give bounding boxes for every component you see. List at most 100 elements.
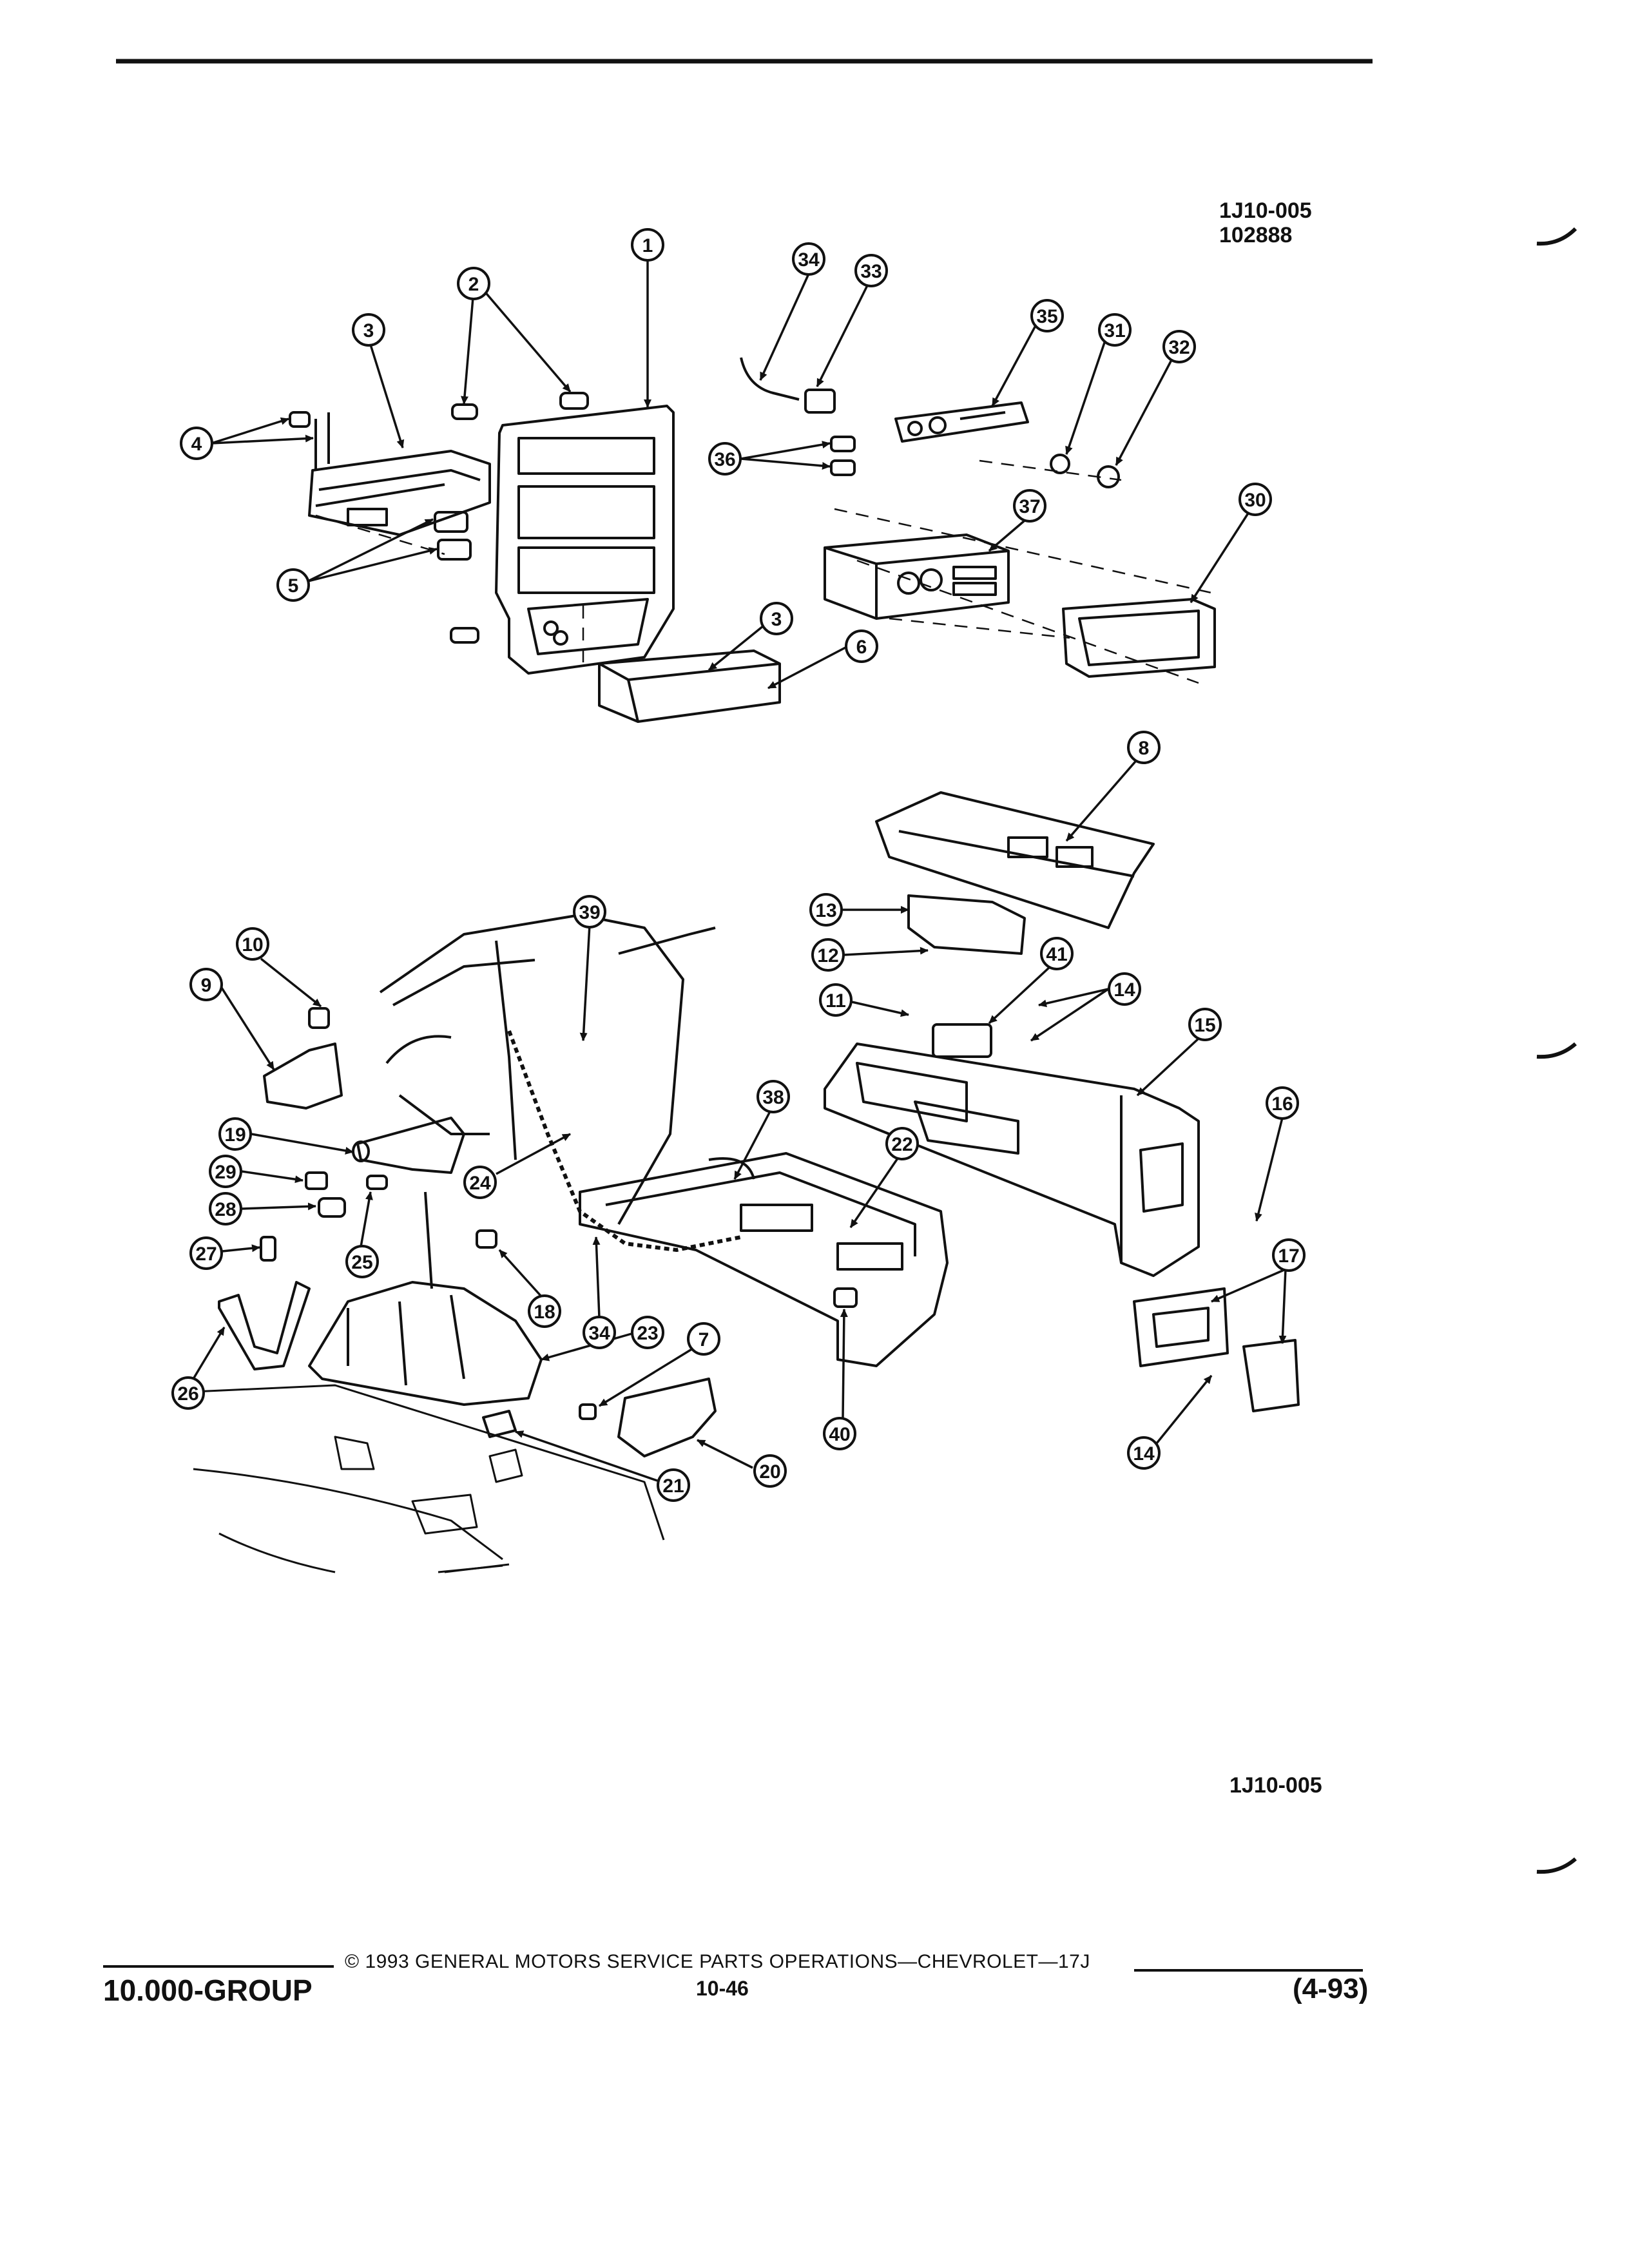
margin-mark xyxy=(1536,227,1577,246)
bracket-part xyxy=(482,1410,517,1438)
callout-label: 8 xyxy=(1139,738,1150,759)
callout-circle xyxy=(1030,299,1064,332)
callout-circle xyxy=(457,267,490,300)
margin-mark xyxy=(1536,1857,1577,1874)
callout-circle xyxy=(528,1294,561,1328)
callout-circle xyxy=(1098,313,1132,347)
lower-assembly xyxy=(193,791,1300,1573)
wire-part xyxy=(507,1030,742,1252)
margin-mark xyxy=(1536,1042,1577,1059)
clip-part xyxy=(366,1175,388,1190)
clip-part xyxy=(450,627,479,644)
console-base-part xyxy=(579,1152,949,1367)
callout-label: 35 xyxy=(1036,306,1057,327)
bulb-part xyxy=(1097,465,1120,488)
floor-pan-part xyxy=(193,1384,665,1573)
shifter-part xyxy=(308,1191,543,1406)
footer-copyright: © 1993 GENERAL MOTORS SERVICE PARTS OPER… xyxy=(345,1951,1090,1972)
callout-label: 28 xyxy=(215,1199,236,1220)
callout-circle xyxy=(845,629,878,663)
callout-circle xyxy=(708,442,742,476)
socket-part xyxy=(830,459,856,476)
console-tray-part xyxy=(824,1043,1200,1277)
switch-part xyxy=(894,401,1029,443)
callout-label: 38 xyxy=(762,1087,784,1108)
callout-label: 34 xyxy=(588,1323,610,1344)
callout-label: 3 xyxy=(363,320,374,341)
clip-part xyxy=(451,403,478,420)
callout-label: 31 xyxy=(1104,320,1125,341)
callout-label: 1 xyxy=(642,235,653,256)
callout-label: 32 xyxy=(1168,337,1190,358)
footer-page-number: 10-46 xyxy=(696,1977,749,2000)
nut-part xyxy=(308,1007,330,1029)
shift-knob-part xyxy=(352,1117,465,1174)
callout-circle xyxy=(631,228,664,262)
callout-label: 2 xyxy=(468,274,479,295)
mounting-bracket-part xyxy=(308,412,491,536)
callout-label: 4 xyxy=(191,434,202,455)
callout-label: 22 xyxy=(891,1134,912,1155)
trim-panel-part xyxy=(875,791,1155,929)
callout-circle xyxy=(583,1316,616,1349)
callout-label: 15 xyxy=(1194,1015,1215,1036)
footer-group: 10.000-GROUP xyxy=(103,1974,313,2007)
footer-date: (4-93) xyxy=(1293,1973,1369,2004)
clip-part xyxy=(289,411,311,428)
cup-holder-part xyxy=(932,1023,992,1058)
callout-circle xyxy=(811,938,845,972)
callout-circle xyxy=(757,1080,790,1113)
connector-part xyxy=(833,1287,858,1308)
callout-circle xyxy=(189,968,223,1001)
callout-label: 39 xyxy=(579,902,600,923)
callout-label: 30 xyxy=(1244,490,1266,511)
callout-circle xyxy=(753,1454,787,1488)
callout-label: 33 xyxy=(860,261,882,282)
callout-label: 20 xyxy=(759,1461,780,1483)
callout-label: 13 xyxy=(815,900,836,921)
callout-label: 10 xyxy=(242,934,263,956)
callout-circle xyxy=(218,1117,252,1151)
callout-circle xyxy=(352,313,385,347)
callout-circle xyxy=(209,1155,242,1188)
callout-label: 7 xyxy=(699,1329,709,1350)
callout-circle xyxy=(180,427,213,460)
bolt-part xyxy=(476,1229,497,1249)
figure-code: 1J10-005 102888 xyxy=(1219,198,1312,247)
clip-part xyxy=(305,1171,328,1190)
callout-circle xyxy=(792,242,825,276)
figure-code-text: 1J10-005 xyxy=(1219,198,1312,223)
screw-part xyxy=(260,1236,276,1262)
callout-label: 27 xyxy=(195,1244,217,1265)
callout-label: 34 xyxy=(798,249,820,271)
connector-part xyxy=(804,389,836,414)
callout-label: 25 xyxy=(351,1252,372,1273)
callout-label: 16 xyxy=(1271,1093,1293,1115)
rear-panel-part xyxy=(1133,1287,1300,1412)
callout-label: 26 xyxy=(177,1383,198,1405)
stray-stroke xyxy=(444,1563,510,1573)
callout-label: 19 xyxy=(224,1124,246,1146)
nut-part xyxy=(579,1403,597,1420)
wire-part xyxy=(740,357,800,401)
callout-label: 11 xyxy=(825,990,846,1012)
leader-lines xyxy=(192,258,1287,1482)
callout-label: 29 xyxy=(215,1162,236,1183)
callout-label: 36 xyxy=(714,449,735,470)
callout-label: 9 xyxy=(201,975,212,996)
callout-label: 24 xyxy=(469,1173,491,1194)
callout-circle xyxy=(819,983,853,1017)
bulb-part xyxy=(1050,454,1070,474)
callout-circle xyxy=(1040,937,1074,970)
callout-label: 14 xyxy=(1113,979,1135,1001)
clip-part xyxy=(318,1197,346,1218)
callout-label: 21 xyxy=(662,1475,684,1497)
callout-circle xyxy=(631,1316,664,1349)
callout-circle xyxy=(1162,330,1196,363)
bezel-part xyxy=(495,405,675,675)
switch-part xyxy=(907,894,1026,955)
figure-number-text: 102888 xyxy=(1219,223,1293,247)
